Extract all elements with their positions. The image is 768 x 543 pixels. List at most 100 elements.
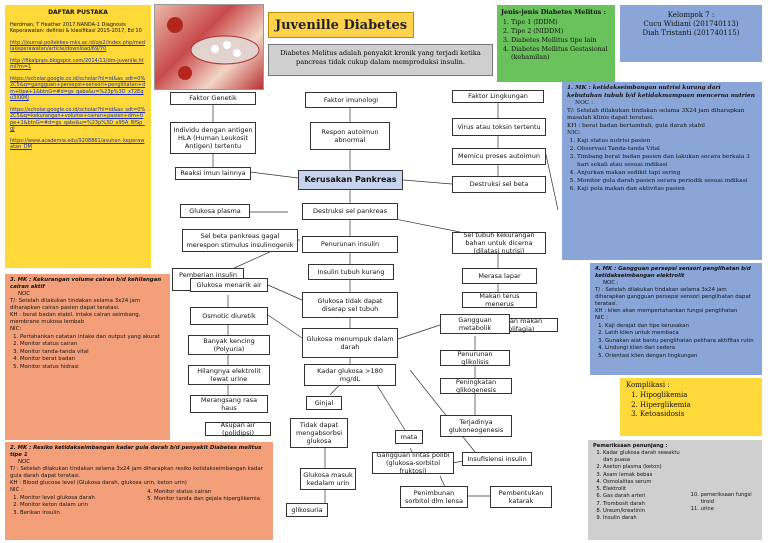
mk1-kh: KH : berat badan bertambah, gula darah s… [567, 122, 706, 129]
mk3-kh: KH : berat badan stabil, intake cairan s… [10, 312, 141, 326]
mk1-item: Anjurkan makan sedikit tapi sering [577, 170, 757, 178]
node-hilangnya: Hilangnya elektrolit lewat urine [188, 365, 270, 385]
mk1-noc: NOC : [575, 100, 594, 107]
types-title: Jenis-jenis Diabetes Melitus : [501, 8, 606, 16]
exam-item: urine [701, 506, 757, 513]
mk2-noc: NOC [18, 459, 31, 466]
node-makan-terus: Makan terus menerus [462, 292, 537, 308]
node-glukosa-numpuk: Glukosa menumpuk dalam darah [302, 328, 398, 358]
mk2-item: Monitor tanda dan gejala hiperglikemia [154, 496, 260, 503]
page-title: Juvenille Diabetes [268, 12, 414, 38]
mk2-item: Monitor level glukosa darah [20, 495, 140, 502]
node-penurunan-insulin: Penurunan insulin [302, 236, 398, 253]
mk1-item: Kaji status nutrisi pasien [577, 138, 757, 146]
node-glikosuria: glikosuria [286, 503, 328, 517]
exam-item: Gas darah arteri [603, 493, 687, 500]
node-pembentukan: Pembentukan katarak [490, 486, 552, 508]
group-member: Cucu Widiani (201740113) [643, 20, 739, 29]
exam-title: Pemeriksaan penunjang : [593, 443, 668, 449]
mk2-panel: 2. MK : Resiko ketidakseimbangan kadar g… [5, 442, 273, 540]
node-destruksi-pankreas: Destruksi sel pankreas [302, 203, 398, 220]
node-autoimun: Respon autoimun abnormal [310, 122, 390, 150]
exam-item: Elektrolit [603, 486, 687, 493]
node-penurunan-glikolisis: Penurunan glikolisis [440, 350, 510, 366]
mk1-title: 1. MK : ketidakseimbangan nutrisi kurang… [567, 85, 755, 99]
node-glukosa-masuk: Glukosa masuk kedalam urin [300, 468, 356, 490]
mk2-title: 2. MK : Resiko ketidakseimbangan kadar g… [10, 445, 262, 459]
node-lingkungan: Faktor Lingkungan [452, 90, 544, 103]
reference-link[interactable]: http://journal.poltekkes-mks.ac.id/ojs2/… [10, 39, 145, 53]
node-kerusakan: Kerusakan Pankreas [298, 170, 403, 190]
node-gangguan-lintas: Gangguan lintas polibi (glukosa-sorbitol… [372, 451, 454, 475]
reference-link[interactable]: https://www.academia.edu/9208861/asuhan_… [10, 137, 145, 151]
exam-item: Asam lemak bebas [603, 472, 687, 479]
mk3-item: Monitor status hidrasi [20, 364, 165, 371]
mk2-item: Berikan insulin [20, 510, 140, 517]
mk1-item: Monitor gula darah pasien secara periodi… [577, 178, 757, 186]
node-merasa-lapar: Merasa lapar [462, 268, 537, 284]
node-merangsang: Merangsang rasa haus [190, 395, 268, 413]
node-memicu: Memicu proses autoimun [452, 148, 546, 165]
mk3-noc: NOC [18, 291, 31, 298]
mk2-item: Monitor keton dalam urin [20, 502, 140, 509]
reference-link[interactable]: https://scholar.google.co.id/scholar?hl=… [10, 106, 146, 133]
node-asupan-air: Asupan air (polidipsi) [205, 421, 271, 437]
reference-entry: Herdman, T Heather 2017.NANDA-1 Diagnosi… [10, 21, 142, 35]
node-sel-beta-gagal: Sel beta pankreas gagal merespon stimulu… [182, 229, 298, 252]
mk4-item: Lindungi klien dari cedera [605, 345, 757, 352]
exam-panel: Pemeriksaan penunjang : Kadar glukosa da… [588, 440, 762, 540]
mk4-item: Orientasi klien dengan lingkungan [605, 353, 757, 360]
reference-link[interactable]: https://scholar.google.co.id/scholar?hl=… [10, 75, 146, 102]
node-kadar-glukosa: Kadar glukosa >180 mg/dL [304, 364, 396, 386]
node-imunologi: Faktor imunologi [305, 92, 397, 108]
mk3-nic: NIC: [10, 326, 22, 333]
complication-panel: Komplikasi : Hipoglikemia Hiperglikemia … [620, 378, 762, 436]
mk3-item: Monitor tanda-tanda vital [20, 349, 165, 356]
exam-item: Aseton plasma (keton) [603, 464, 687, 471]
exam-item: Kadar glukosa darah sewaktu dan puasa [603, 450, 687, 464]
group-title: Kelompok 7 : [667, 11, 715, 19]
mk3-tujuan: T/: Setelah dilakukan tindakan selama 3x… [10, 298, 140, 312]
types-panel: Jenis-jenis Diabetes Melitus : Tipe 1 (I… [497, 5, 615, 82]
complication-item: Hiperglikemia [640, 401, 756, 410]
node-penimbunan: Penimbunan sorbitol dlm lensa [400, 486, 468, 508]
exam-item: Trombosit darah [603, 501, 687, 508]
node-sel-tubuh: Sel tubuh kekurangan bahan untuk dicerna… [452, 231, 546, 255]
node-reaksi: Reaksi imun lainnya [175, 167, 251, 180]
group-panel: Kelompok 7 : Cucu Widiani (201740113) Di… [620, 5, 762, 62]
node-banyak-kencing: Banyak kencing (Polyuria) [188, 335, 270, 355]
glucose-molecule-icon [167, 17, 260, 80]
node-terjadinya: Terjadinya glukoneogenesis [440, 415, 512, 437]
type-item: Diabetes Mellitus tipe lain [511, 36, 611, 44]
mk2-item: Monitor status cairan [154, 489, 260, 496]
mk3-item: Monitor berat badan [20, 356, 165, 363]
mk4-item: Latih klien untuk membaca [605, 330, 757, 337]
mk3-item: Monitor status cairan [20, 341, 165, 348]
mk2-nic: NIC : [10, 487, 23, 494]
reference-link[interactable]: http://fikalpnps.blogspot.com/2014/11/dm… [10, 57, 144, 71]
reference-title: DAFTAR PUSTAKA [48, 9, 108, 16]
group-member: Diah Tristanti (201740115) [642, 29, 740, 38]
node-glukosa-menarik: Glukosa menarik air [190, 278, 268, 292]
mk1-tujuan: T/: Setelah dilakukan tindakan selama 3X… [567, 107, 745, 122]
node-hla: Individu dengan antigen HLA (Human Leuko… [170, 122, 256, 154]
node-insufisiensi: Insufisiensi insulin [462, 452, 532, 466]
mk4-item: Gunakan alat bantu penglihatan pelihara … [605, 338, 757, 345]
mk1-item: Timbang berat badan pasien dan lakukan s… [577, 154, 757, 169]
type-item: Tipe 1 (IDDM) [511, 18, 611, 26]
mk4-kh: KH : klien akan mempertahankan fungsi pe… [595, 308, 738, 315]
node-glukosa-tidak: Glukosa tidak dapat diserap sel tubuh [302, 292, 398, 318]
node-ginjal: Ginjal [306, 396, 342, 410]
exam-item: pemeriksaan fungsi tiroid [701, 492, 757, 506]
mk2-tujuan: T/ : Setelah dilakukan tindakan selama 3… [10, 466, 263, 480]
mk4-title: 4. MK : Gangguan persepsi sensori pengli… [595, 266, 751, 280]
mk1-item: Observasi Tanda-tanda Vital [577, 146, 757, 154]
mk3-panel: 3. MK : Kekurangan volume cairan b/d keh… [5, 274, 170, 440]
node-genetik: Faktor Genetik [170, 92, 256, 105]
mk4-panel: 4. MK : Gangguan persepsi sensori pengli… [590, 263, 762, 375]
mk3-item: Pertahankan catatan intake dan output ya… [20, 334, 165, 341]
mk4-nic: NIC : [595, 315, 608, 322]
exam-item: Ureum/kreatinin [603, 508, 687, 515]
exam-item: Osmolalitas serum [603, 479, 687, 486]
node-destruksi-sel: Destruksi sel beta [452, 176, 546, 193]
